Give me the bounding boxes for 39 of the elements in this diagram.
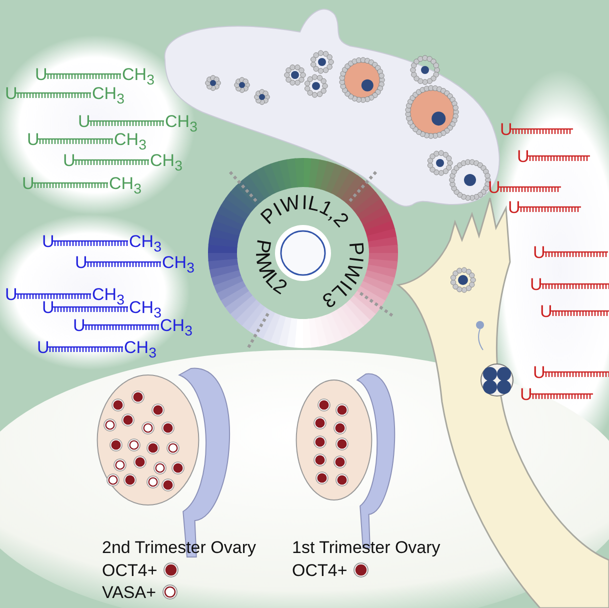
uracil-label: U bbox=[22, 175, 34, 192]
methyl-label: CH$_{3}$ bbox=[162, 254, 194, 276]
methyl-label: CH$_{3}$ bbox=[129, 299, 162, 321]
uracil-label: U bbox=[63, 152, 76, 169]
uracil-label: U bbox=[508, 199, 520, 216]
uracil-label: U bbox=[533, 364, 546, 381]
ovary-title: 1st Trimester Ovary bbox=[292, 539, 440, 556]
uracil-label: U bbox=[517, 148, 530, 165]
methyl-label: CH$_{3}$ bbox=[160, 317, 192, 339]
methyl-label: CH$_{3}$ bbox=[92, 85, 124, 107]
methyl-label: CH$_{3}$ bbox=[124, 339, 156, 361]
methyl-label: CH$_{3}$ bbox=[109, 175, 142, 197]
methyl-label: CH$_{3}$ bbox=[122, 66, 154, 88]
legend-text: OCT4+ bbox=[292, 562, 348, 579]
methyl-label: CH$_{3}$ bbox=[129, 233, 162, 255]
uracil-label: U bbox=[533, 244, 546, 261]
uracil-label: U bbox=[540, 303, 552, 320]
uracil-label: U bbox=[42, 299, 54, 316]
legend-text: OCT4+ bbox=[102, 562, 158, 579]
uracil-label: U bbox=[520, 386, 532, 403]
protein-label: PIWIL1,2 bbox=[256, 192, 353, 232]
uracil-label: U bbox=[35, 66, 48, 83]
methyl-label: CH$_{3}$ bbox=[165, 113, 198, 135]
uracil-label: U bbox=[488, 179, 500, 196]
uracil-label: U bbox=[500, 121, 512, 138]
uracil-label: U bbox=[530, 276, 542, 293]
methyl-label: CH$_{3}$ bbox=[92, 286, 124, 308]
uracil-label: U bbox=[27, 131, 40, 148]
uracil-label: U bbox=[73, 317, 86, 334]
uracil-label: U bbox=[5, 286, 18, 303]
ovary-title: 2nd Trimester Ovary bbox=[102, 539, 256, 556]
uracil-label: U bbox=[78, 113, 90, 130]
methyl-label: CH$_{3}$ bbox=[114, 131, 146, 153]
legend-text: VASA+ bbox=[102, 584, 156, 601]
uracil-label: U bbox=[5, 85, 18, 102]
uracil-label: U bbox=[37, 339, 50, 356]
uracil-label: U bbox=[75, 254, 88, 271]
methyl-label: CH$_{3}$ bbox=[150, 152, 182, 174]
uracil-label: U bbox=[42, 233, 54, 250]
